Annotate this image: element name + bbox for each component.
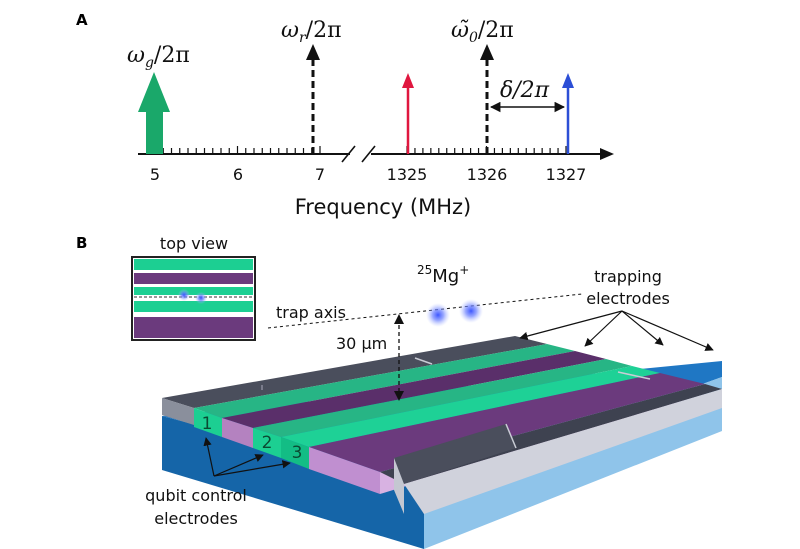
- top-view-label: top view: [160, 234, 228, 253]
- minor-ticks-right: [406, 146, 567, 154]
- omega-0-arrow: [480, 44, 494, 154]
- substrate-front: [162, 416, 424, 549]
- green-arrow: [138, 72, 170, 154]
- omega-0-label: ω̃0/2π: [451, 18, 514, 46]
- inset-ion-left: [178, 289, 190, 301]
- ion-right: [459, 299, 483, 323]
- tick-label-6: 6: [233, 165, 243, 184]
- trap-axis-label: trap axis: [276, 303, 346, 322]
- ion-left: [426, 303, 450, 327]
- x-axis-title: Frequency (MHz): [295, 195, 471, 219]
- panel-a-label: A: [76, 11, 88, 29]
- electrode-number-1: 1: [202, 414, 213, 434]
- omega-g-label: ωg/2π: [127, 43, 190, 71]
- minor-ticks-left: [154, 146, 321, 154]
- omega-r-label: ωr/2π: [281, 18, 342, 46]
- blue-arrow: [562, 73, 574, 154]
- ion-label: 25Mg+: [417, 263, 469, 287]
- tick-label-1326: 1326: [467, 165, 508, 184]
- electrode-number-2: 2: [262, 433, 273, 453]
- height-marker: [394, 314, 404, 401]
- distance-label: 30 µm: [336, 334, 387, 353]
- omega-r-arrow: [306, 44, 320, 154]
- qubit-pointers: [203, 437, 291, 477]
- tick-label-7: 7: [315, 165, 325, 184]
- delta-label: δ/2π: [500, 78, 550, 103]
- electrode-number-3: 3: [292, 443, 303, 463]
- trap-axis-line: [267, 293, 583, 329]
- axis-break: [341, 145, 376, 163]
- tick-label-1327: 1327: [546, 165, 587, 184]
- tick-label-1325: 1325: [387, 165, 428, 184]
- panel-b: B top view 25Mg+ trap axis trapping elec…: [76, 234, 722, 549]
- trapping-label-line2: electrodes: [586, 289, 670, 308]
- qubit-label-line2: electrodes: [154, 509, 238, 528]
- panel-b-label: B: [76, 234, 87, 252]
- red-arrow: [402, 73, 414, 154]
- frequency-axis: [138, 145, 614, 163]
- inset-ion-right: [195, 292, 207, 304]
- qubit-label-line1: qubit control: [145, 486, 247, 505]
- top-view-inset: [131, 256, 256, 341]
- trapping-label-line1: trapping: [594, 267, 662, 286]
- trapping-pointers: [519, 310, 714, 351]
- trap-chip: 1 2 3: [162, 336, 722, 549]
- tick-label-5: 5: [150, 165, 160, 184]
- panel-a: A 5 6 7 1325 1326 1327 Frequency (MHz): [76, 11, 614, 219]
